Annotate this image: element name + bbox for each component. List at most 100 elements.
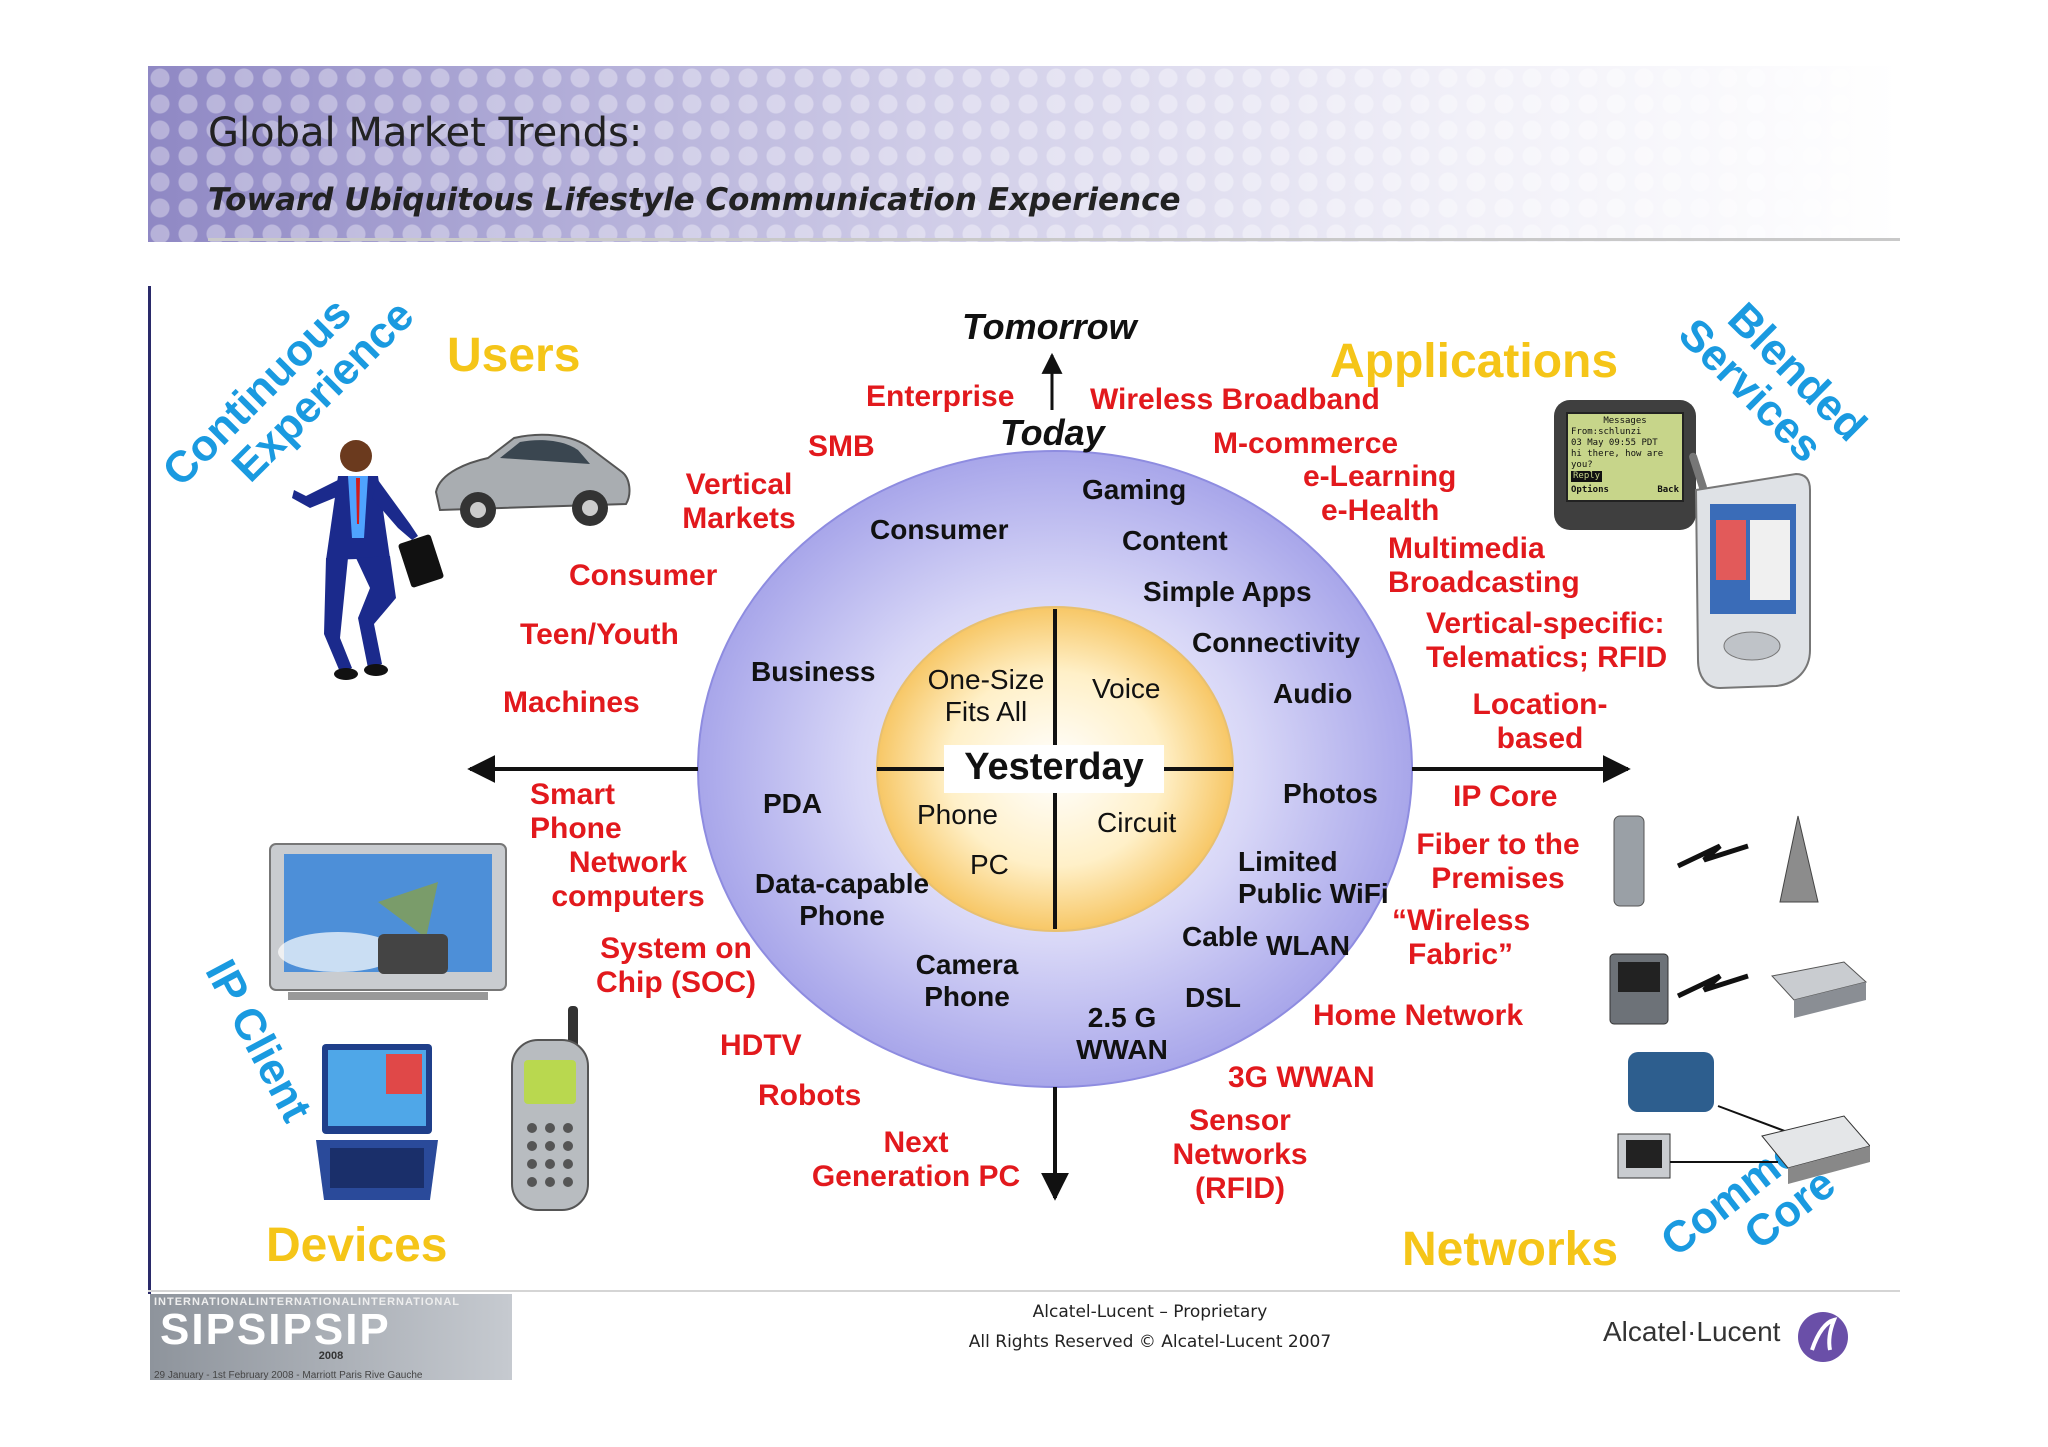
vertical-line1: Vertical xyxy=(685,468,793,501)
softkey-back: Back xyxy=(1657,485,1679,495)
corner-devices: Devices xyxy=(266,1219,448,1272)
corner-users: Users xyxy=(447,329,581,382)
wwan25-line2: WWAN xyxy=(1076,1034,1168,1065)
yesterday-circuit: Circuit xyxy=(1097,807,1177,838)
today-consumer: Consumer xyxy=(870,514,1009,545)
nextpc-line1: Next xyxy=(883,1126,949,1159)
camera-line1: Camera xyxy=(915,949,1019,980)
softkey-options: Options xyxy=(1571,485,1609,495)
network-icons-illustration xyxy=(1609,815,1870,1184)
footer-divider xyxy=(148,1290,1900,1292)
smart-line1: Smart xyxy=(530,778,616,811)
page-title: Global Market Trends: xyxy=(208,110,643,156)
app-e-health: e-Health xyxy=(1321,494,1440,527)
app-multimedia-broadcasting: Multimedia Broadcasting xyxy=(1388,532,1580,600)
today-limited-public-wifi: Limited Public WiFi xyxy=(1238,846,1389,910)
alcatel-lucent-logo-icon xyxy=(1798,1312,1848,1362)
today-connectivity: Connectivity xyxy=(1192,627,1361,658)
yesterday-voice: Voice xyxy=(1092,673,1161,704)
sip-banner-dates: 29 January - 1st February 2008 - Marriot… xyxy=(154,1370,423,1381)
network-line1: Network xyxy=(568,846,688,879)
vertical-specific-line2: Telematics; RFID xyxy=(1426,641,1668,674)
message-header: Messages xyxy=(1603,416,1647,426)
device-robots: Robots xyxy=(758,1079,862,1112)
datacap-line1: Data-capable xyxy=(754,868,930,899)
limited-line1: Limited xyxy=(1238,846,1338,877)
today-cable: Cable xyxy=(1182,921,1259,952)
header-banner xyxy=(148,66,1900,242)
network-3g-wwan: 3G WWAN xyxy=(1228,1061,1375,1094)
onesize-line1: One-Size xyxy=(927,664,1045,695)
wwan25-line1: 2.5 G xyxy=(1087,1002,1157,1033)
app-vertical-specific: Vertical-specific: Telematics; RFID xyxy=(1426,607,1667,675)
app-location-based: Location- based xyxy=(1460,688,1620,756)
businessman-illustration xyxy=(292,440,444,680)
today-camera-phone: Camera Phone xyxy=(900,949,1034,1013)
message-date: 03 May 09:55 PDT xyxy=(1571,438,1658,448)
car-illustration xyxy=(434,433,631,528)
user-teen-youth: Teen/Youth xyxy=(520,618,679,651)
message-screen: Messages From:schlunzi 03 May 09:55 PDT … xyxy=(1566,412,1684,502)
axis-label-tomorrow: Tomorrow xyxy=(962,306,1137,347)
message-body: hi there, how are you? xyxy=(1571,449,1664,470)
yesterday-pc: PC xyxy=(970,849,1009,880)
sensor-line3: (RFID) xyxy=(1195,1172,1285,1205)
network-ip-core: IP Core xyxy=(1453,780,1558,813)
fiber-line2: Premises xyxy=(1431,862,1565,895)
brand-wordmark: Alcatel·Lucent xyxy=(1603,1316,1781,1347)
axis-label-today: Today xyxy=(1000,412,1105,453)
device-network-computers: Network computers xyxy=(540,846,716,914)
network-sensor-networks: Sensor Networks (RFID) xyxy=(1160,1104,1320,1206)
sensor-line2: Networks xyxy=(1172,1138,1308,1171)
today-2-5g-wwan: 2.5 G WWAN xyxy=(1070,1002,1174,1066)
fiber-line1: Fiber to the xyxy=(1416,828,1580,861)
today-gaming: Gaming xyxy=(1082,474,1187,505)
multimedia-line1: Multimedia xyxy=(1388,532,1545,565)
onesize-line2: Fits All xyxy=(944,696,1028,727)
wireless-bolt-1 xyxy=(1676,843,1749,869)
camera-line2: Phone xyxy=(924,981,1010,1012)
sip-conference-banner: INTERNATIONALINTERNATIONALINTERNATIONAL … xyxy=(150,1294,512,1380)
fabric-line1: “Wireless xyxy=(1392,904,1531,937)
user-vertical-markets: Vertical Markets xyxy=(676,468,802,536)
yesterday-phone: Phone xyxy=(917,799,998,830)
device-smart-phone: Smart Phone xyxy=(530,778,622,846)
multimedia-line2: Broadcasting xyxy=(1388,566,1580,599)
network-line2: computers xyxy=(551,880,705,913)
today-photos: Photos xyxy=(1283,778,1378,809)
user-consumer: Consumer xyxy=(569,559,718,592)
today-pda: PDA xyxy=(763,788,823,819)
network-home-network: Home Network xyxy=(1313,999,1524,1032)
network-wireless-fabric: “Wireless Fabric” xyxy=(1392,904,1530,972)
tv-illustration xyxy=(269,843,507,1000)
footer-copyright: All Rights Reserved © Alcatel-Lucent 200… xyxy=(968,1332,1332,1352)
limited-line2: Public WiFi xyxy=(1238,878,1389,909)
yesterday-one-size-fits-all: One-Size Fits All xyxy=(915,664,1057,728)
header-divider xyxy=(208,238,1900,241)
laptop-illustration xyxy=(316,1044,438,1200)
sip-banner-top: INTERNATIONALINTERNATIONALINTERNATIONAL xyxy=(154,1296,461,1308)
message-softkeys: Options Back xyxy=(1571,485,1679,496)
fabric-line2: Fabric” xyxy=(1408,938,1514,971)
smart-line2: Phone xyxy=(530,812,622,845)
user-smb: SMB xyxy=(808,430,875,463)
header-pattern xyxy=(148,66,1900,242)
vertical-line2: Markets xyxy=(682,502,796,535)
page-subtitle: Toward Ubiquitous Lifestyle Communicatio… xyxy=(208,182,1181,218)
mobile-phone-illustration xyxy=(511,1006,589,1211)
sensor-line1: Sensor xyxy=(1189,1104,1291,1137)
pda-illustration xyxy=(1689,452,1811,690)
message-reply: Reply xyxy=(1571,471,1603,482)
message-phone-illustration: Messages From:schlunzi 03 May 09:55 PDT … xyxy=(1554,400,1696,530)
app-e-learning: e-Learning xyxy=(1303,460,1457,493)
message-from: From:schlunzi xyxy=(1571,427,1642,437)
vertical-specific-line1: Vertical-specific: xyxy=(1426,607,1665,640)
network-fiber-premises: Fiber to the Premises xyxy=(1408,828,1588,896)
footer-proprietary: Alcatel-Lucent – Proprietary xyxy=(1032,1302,1268,1322)
nextpc-line2: Generation PC xyxy=(811,1160,1021,1193)
left-accent-bar xyxy=(148,286,151,1294)
app-wireless-broadband: Wireless Broadband xyxy=(1090,383,1380,416)
corner-networks: Networks xyxy=(1402,1223,1619,1276)
sip-banner-logo: SIPSIPSIP xyxy=(160,1305,391,1354)
device-hdtv: HDTV xyxy=(720,1029,802,1062)
